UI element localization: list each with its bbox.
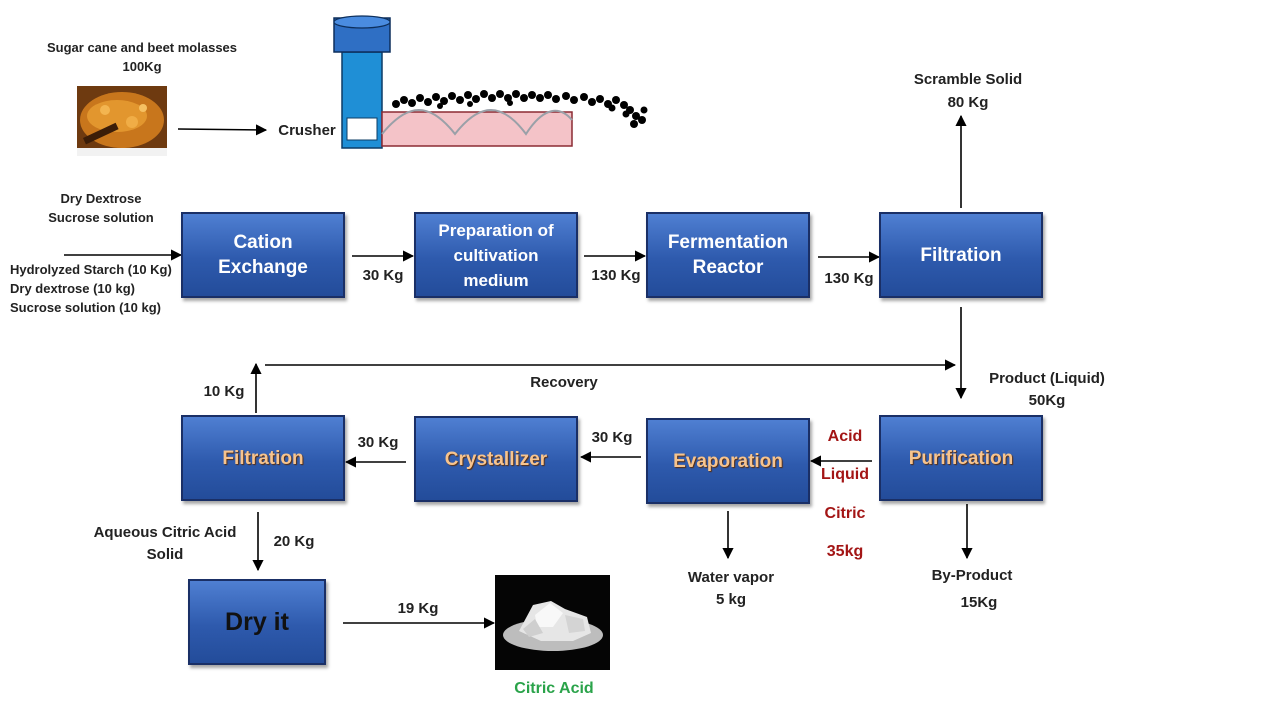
filtration-bottom-box: Filtration: [181, 415, 345, 501]
flow-to-dry: 20 Kg: [273, 533, 315, 550]
acid-label-3: Citric: [824, 505, 866, 522]
flow-to-product: 19 Kg: [397, 600, 439, 617]
source-name: Sugar cane and beet molasses: [46, 40, 238, 55]
crystallizer-box: Crystallizer: [414, 416, 578, 502]
by-product-label: By-Product: [931, 567, 1013, 584]
evaporation-box: Evaporation: [646, 418, 810, 504]
aqueous-solid-label: Aqueous Citric Acid Solid: [93, 524, 237, 563]
crusher-equipment-icon: [333, 15, 648, 149]
acid-label-1: Acid: [827, 428, 863, 445]
molasses-image: [77, 86, 167, 156]
product-liquid-label: Product (Liquid) 50Kg: [989, 370, 1105, 409]
scramble-solid-label: Scramble Solid 80 Kg: [913, 71, 1023, 111]
flow-to-fermentation: 130 Kg: [591, 267, 641, 284]
source-mass: 100Kg: [122, 59, 162, 74]
recovery-label: Recovery: [530, 374, 598, 391]
by-product-mass: 15Kg: [960, 594, 998, 611]
cation-exchange-box: Cation Exchange: [181, 212, 345, 298]
flow-to-preparation: 30 Kg: [362, 267, 404, 284]
acid-label-4: 35kg: [826, 543, 864, 560]
citric-acid-image: [495, 575, 610, 670]
flow-to-crystallizer: 30 Kg: [591, 429, 633, 446]
crusher-label: Crusher: [278, 122, 336, 139]
preparation-box: Preparation of cultivation medium: [414, 212, 578, 298]
flow-to-filtration-bottom: 30 Kg: [357, 434, 399, 451]
input-top-label: Dry Dextrose Sucrose solution: [48, 191, 154, 225]
fermentation-reactor-box: Fermentation Reactor: [646, 212, 810, 298]
water-vapor-label: Water vapor 5 kg: [687, 569, 775, 608]
purification-box: Purification: [879, 415, 1043, 501]
final-product-label: Citric Acid: [514, 680, 594, 697]
flow-to-filtration: 130 Kg: [824, 270, 874, 287]
acid-label-2: Liquid: [821, 466, 869, 483]
input-list: Hydrolyzed Starch (10 Kg) Dry dextrose (…: [10, 262, 172, 315]
filtration-top-box: Filtration: [879, 212, 1043, 298]
dry-it-box: Dry it: [188, 579, 326, 665]
arrow-molasses-to-crusher: [177, 124, 268, 136]
recycle-flow-label: 10 Kg: [203, 383, 245, 400]
